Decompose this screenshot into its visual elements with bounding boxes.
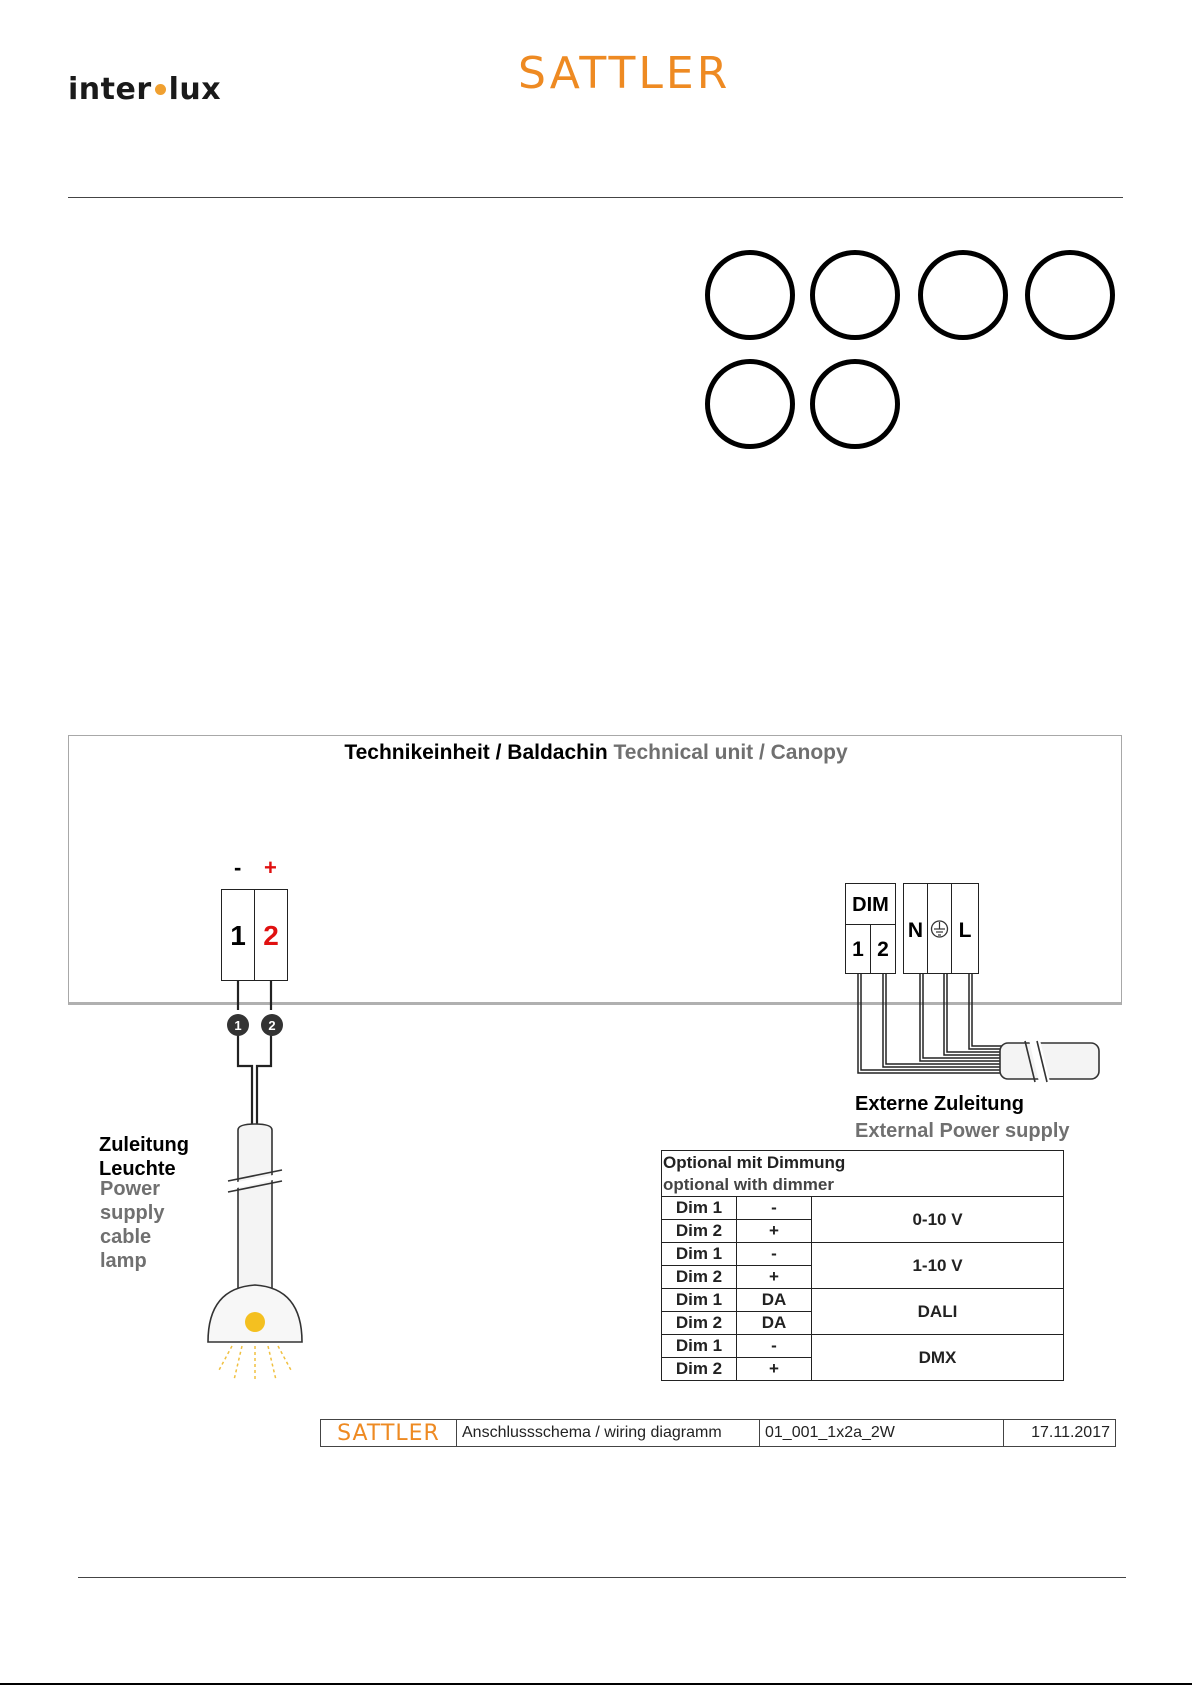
dim-terminal-2: 2 [870,924,896,974]
option-circle [705,250,795,340]
table-row: Dim 2 + [661,1357,1064,1381]
lamp-cable-en-line3: cable [100,1226,152,1248]
dimming-header-de: Optional mit Dimmung [663,1152,846,1172]
dimming-table-header: Optional mit Dimmung optional with dimme… [661,1150,1064,1197]
lamp-cable-de-line2: Leuchte [99,1158,176,1180]
dim-value-cell: - [736,1334,812,1358]
interlux-logo: inter lux [68,72,221,107]
wire-badge-2: 2 [261,1014,283,1036]
footer-divider [78,1577,1126,1578]
dim-name-cell: Dim 2 [661,1357,737,1381]
lamp-cable-label-de: Zuleitung Leuchte [99,1133,189,1181]
dim-value-cell: DA [736,1288,812,1312]
dim-value-cell: + [736,1265,812,1289]
dim-name-cell: Dim 2 [661,1219,737,1243]
dim-name-cell: Dim 2 [661,1265,737,1289]
dimming-header-en: optional with dimmer [663,1174,834,1194]
dim-name-cell: Dim 1 [661,1196,737,1220]
wire-badge-1-label: 1 [234,1018,241,1033]
option-circle [810,250,900,340]
interlux-logo-part1: inter [68,72,152,107]
title-block-code: 01_001_1x2a_2W [759,1419,1004,1447]
lamp-cable-en-line4: lamp [100,1250,147,1272]
dim-value-cell: DA [736,1311,812,1335]
option-circle [918,250,1008,340]
title-block-brand: SATTLER [320,1419,457,1447]
title-block-row: SATTLER Anschlussschema / wiring diagram… [320,1419,1116,1447]
pendant-cable [227,1123,283,1291]
canopy-title-de: Technikeinheit / Baldachin [344,741,608,764]
title-block-title: Anschlussschema / wiring diagramm [456,1419,760,1447]
lamp-terminal-2: 2 [254,889,288,981]
page-bottom-edge [0,1683,1192,1685]
table-row: Dim 2 + [661,1219,1064,1243]
dimming-options-table: Optional mit Dimmung optional with dimme… [661,1150,1064,1381]
external-supply-label-en: External Power supply [855,1120,1070,1142]
option-circle [1025,250,1115,340]
dim-name-cell: Dim 2 [661,1311,737,1335]
dim-value-cell: - [736,1242,812,1266]
table-row: Dim 2 DA [661,1311,1064,1335]
dim-name-cell: Dim 1 [661,1288,737,1312]
external-wires [857,974,1005,1074]
wire-badge-1: 1 [227,1014,249,1036]
dim-type-cell: 0-10 V [811,1196,1064,1243]
table-row: Dim 1 - DMX [661,1334,1064,1381]
plus-label: + [264,855,277,880]
header-divider [68,197,1123,198]
lamp-cable-label-en: Power supply cable lamp [100,1177,164,1273]
neutral-terminal: N [903,883,928,974]
line-terminal: L [951,883,979,974]
canopy-title: Technikeinheit / Baldachin Technical uni… [0,741,1192,765]
option-circle [810,359,900,449]
table-row: Dim 1 DA DALI [661,1288,1064,1335]
external-supply-label-de: Externe Zuleitung [855,1093,1024,1115]
dim-value-cell: - [736,1196,812,1220]
title-block-table: SATTLER Anschlussschema / wiring diagram… [320,1419,1116,1447]
canopy-title-en: Technical unit / Canopy [613,741,848,764]
minus-label: - [234,855,242,880]
interlux-logo-dot [154,83,166,95]
lamp-cable-en-line2: supply [100,1202,165,1224]
dimming-table-header-row: Optional mit Dimmung optional with dimme… [661,1150,1064,1197]
dim-type-cell: DMX [811,1334,1064,1381]
table-row: Dim 1 - 1-10 V [661,1242,1064,1289]
lamp-terminal-1: 1 [221,889,255,981]
dim-value-cell: + [736,1219,812,1243]
interlux-logo-part2: lux [168,72,222,107]
dim-type-cell: 1-10 V [811,1242,1064,1289]
dim-type-cell: DALI [811,1288,1064,1335]
option-circle [705,359,795,449]
earth-symbol-icon [930,920,949,938]
dim-label-box: DIM [845,883,896,925]
dim-name-cell: Dim 1 [661,1334,737,1358]
table-row: Dim 1 - 0-10 V [661,1196,1064,1243]
lamp-wires [236,981,273,1128]
sattler-logo: SATTLER [518,48,731,99]
canopy-box [68,735,1122,1005]
dim-name-cell: Dim 1 [661,1242,737,1266]
table-row: Dim 2 + [661,1265,1064,1289]
lamp-cable-en-line1: Power [100,1178,161,1200]
external-cable [999,1040,1100,1083]
lamp-shade-icon [207,1284,303,1382]
lamp-cable-de-line1: Zuleitung [99,1134,189,1156]
dim-value-cell: + [736,1357,812,1381]
wire-badge-2-label: 2 [268,1018,275,1033]
title-block-date: 17.11.2017 [1003,1419,1116,1447]
